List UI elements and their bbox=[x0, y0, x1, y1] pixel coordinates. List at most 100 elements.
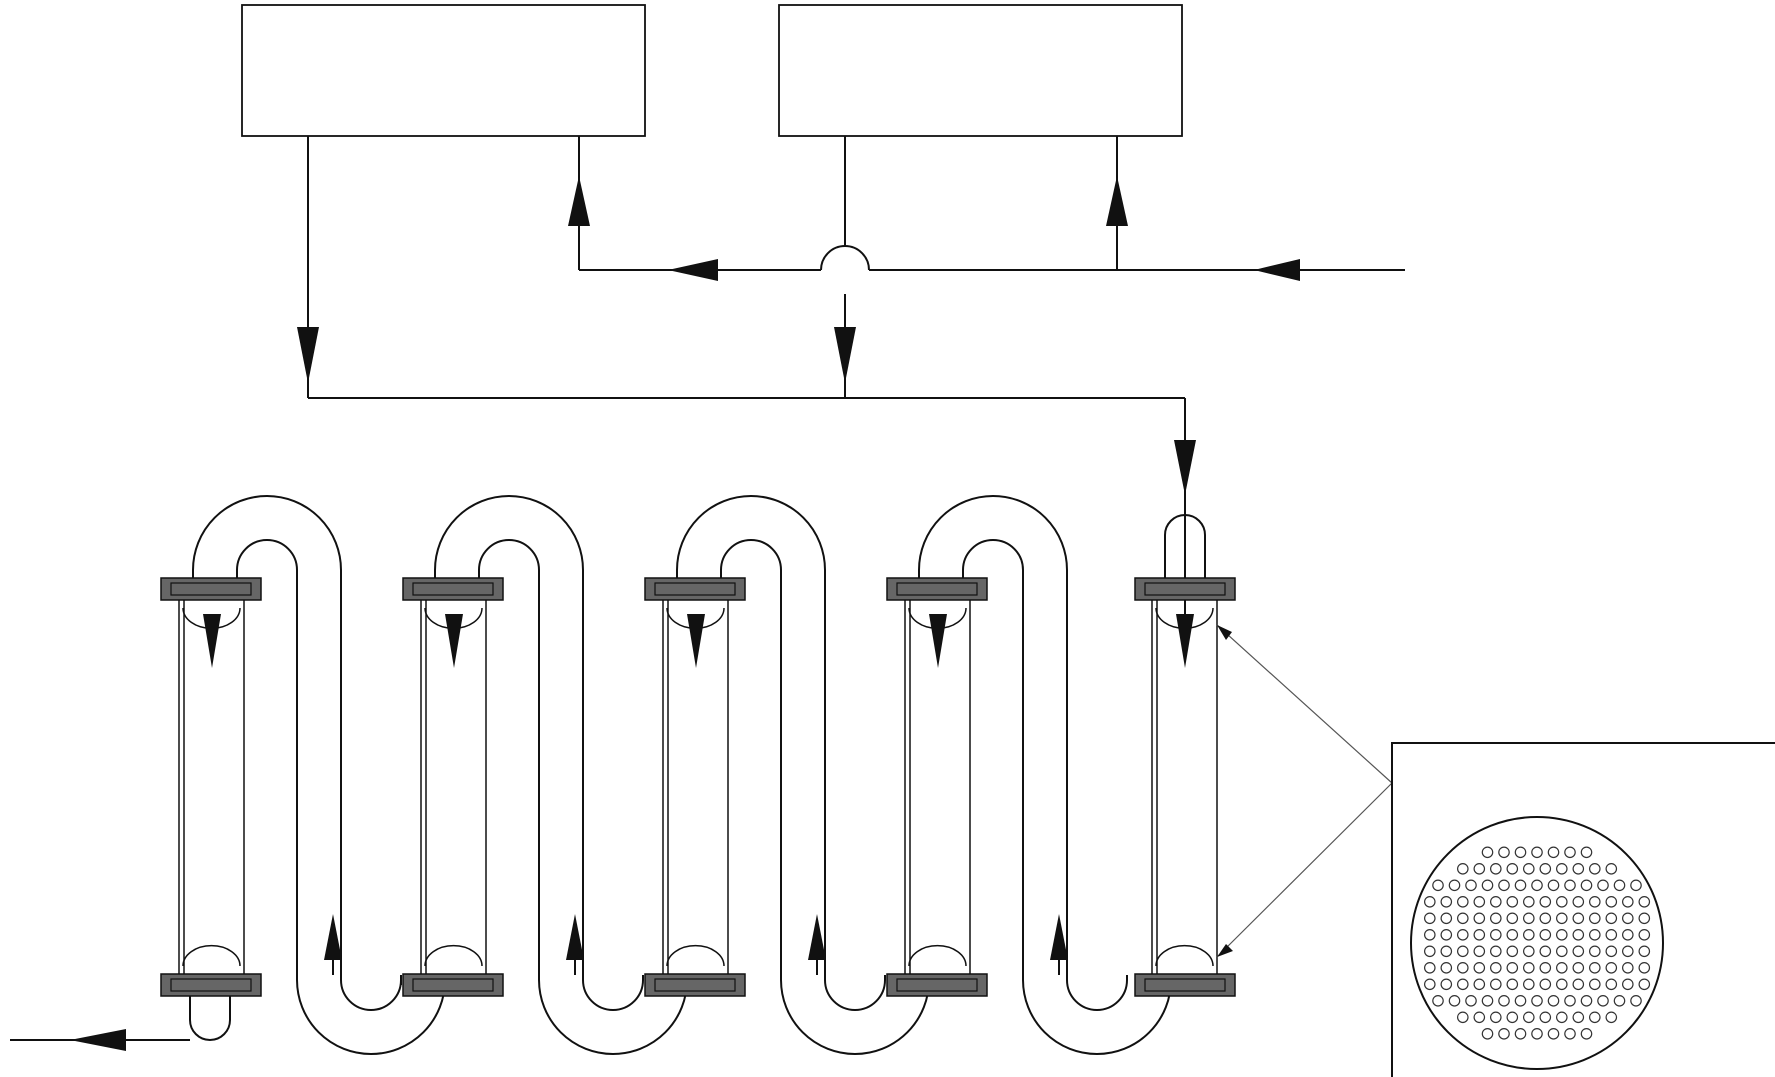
tube-hole bbox=[1539, 978, 1552, 991]
arrow-down-tube-4 bbox=[929, 614, 947, 668]
tube-hole bbox=[1539, 961, 1552, 974]
tube-hole bbox=[1457, 912, 1469, 925]
tube-hole bbox=[1498, 994, 1510, 1007]
flow-arrows-upper bbox=[297, 176, 1300, 495]
tube-hole bbox=[1531, 1028, 1543, 1040]
tube-hole bbox=[1424, 928, 1436, 941]
tube-hole bbox=[1473, 1011, 1486, 1024]
tube-hole bbox=[1473, 895, 1486, 908]
flange-4-bottom bbox=[886, 973, 988, 997]
tube-hole bbox=[1589, 945, 1601, 958]
tube-hole bbox=[1523, 961, 1535, 974]
tube-hole bbox=[1622, 945, 1634, 958]
tube-hole bbox=[1539, 945, 1552, 958]
tube-hole bbox=[1572, 1011, 1585, 1024]
tube-hole bbox=[1448, 994, 1461, 1007]
tube-hole bbox=[1572, 928, 1585, 941]
tube-hole bbox=[1473, 961, 1486, 974]
arrow-left-inlet bbox=[1254, 259, 1300, 281]
feed-lines bbox=[307, 136, 1405, 640]
tube-hole bbox=[1556, 928, 1568, 941]
tube-hole bbox=[1490, 862, 1502, 875]
flange-3-bottom bbox=[644, 973, 746, 997]
arrow-down-collector bbox=[1174, 440, 1196, 495]
tube-hole bbox=[1506, 1011, 1519, 1024]
arrow-down-right-unit bbox=[834, 327, 856, 383]
tube-hole bbox=[1473, 912, 1486, 925]
tube-hole bbox=[1424, 895, 1436, 908]
flange-4-top bbox=[886, 577, 988, 601]
arrow-up-left-unit bbox=[568, 176, 590, 226]
tube-hole bbox=[1589, 928, 1601, 941]
arrow-down-tube-3 bbox=[687, 614, 705, 668]
tube-hole bbox=[1490, 912, 1502, 925]
tube-hole bbox=[1440, 928, 1453, 941]
tube-hole bbox=[1465, 879, 1477, 892]
tube-hole bbox=[1473, 862, 1486, 875]
arrow-up-riser-1 bbox=[324, 914, 342, 960]
tube-hole bbox=[1638, 978, 1651, 991]
arrow-up-riser-2 bbox=[566, 914, 584, 960]
tube-hole bbox=[1589, 912, 1601, 925]
tube-hole bbox=[1547, 846, 1560, 859]
tube-hole bbox=[1638, 928, 1651, 941]
arrow-up-right-unit bbox=[1106, 176, 1128, 226]
tube-hole bbox=[1514, 879, 1527, 892]
tube-hole bbox=[1613, 879, 1626, 892]
tube-hole bbox=[1432, 879, 1444, 892]
tube-hole bbox=[1481, 846, 1494, 859]
flange-3-top bbox=[644, 577, 746, 601]
flange-5-bottom bbox=[1134, 973, 1236, 997]
tube-hole bbox=[1572, 945, 1585, 958]
tube-hole bbox=[1481, 1028, 1494, 1040]
tube-hole bbox=[1547, 994, 1560, 1007]
tube-hole bbox=[1490, 961, 1502, 974]
tube-hole bbox=[1506, 862, 1519, 875]
tube-hole bbox=[1523, 1011, 1535, 1024]
tube-hole bbox=[1564, 879, 1576, 892]
tube-sheet-circle bbox=[1410, 816, 1664, 1070]
tube-hole bbox=[1506, 978, 1519, 991]
tube-hole bbox=[1539, 912, 1552, 925]
tube-hole bbox=[1589, 862, 1601, 875]
tube-hole bbox=[1605, 978, 1618, 991]
tube-hole bbox=[1457, 895, 1469, 908]
arrow-down-left-unit bbox=[297, 327, 319, 383]
tube-hole bbox=[1424, 945, 1436, 958]
tube-hole bbox=[1523, 978, 1535, 991]
detail-leaders bbox=[1216, 624, 1393, 958]
tube-hole bbox=[1597, 994, 1609, 1007]
tube-hole bbox=[1605, 895, 1618, 908]
tube-hole bbox=[1440, 895, 1453, 908]
right-unit-box bbox=[778, 4, 1183, 137]
tube-hole bbox=[1572, 961, 1585, 974]
tube-hole bbox=[1622, 961, 1634, 974]
tube-hole bbox=[1547, 1028, 1560, 1040]
tube-hole bbox=[1490, 928, 1502, 941]
tube-hole bbox=[1580, 1028, 1593, 1040]
tube-hole bbox=[1597, 879, 1609, 892]
tube-hole bbox=[1556, 1011, 1568, 1024]
tube-hole bbox=[1589, 961, 1601, 974]
tube-hole bbox=[1457, 978, 1469, 991]
tube-hole bbox=[1523, 895, 1535, 908]
tube-hole bbox=[1622, 928, 1634, 941]
tube-hole bbox=[1498, 1028, 1510, 1040]
tube-hole bbox=[1556, 945, 1568, 958]
tube-hole bbox=[1531, 879, 1543, 892]
tube-hole bbox=[1523, 928, 1535, 941]
tube-hole bbox=[1465, 994, 1477, 1007]
tube-hole bbox=[1556, 912, 1568, 925]
tube-hole bbox=[1556, 862, 1568, 875]
tube-hole bbox=[1622, 978, 1634, 991]
tube-hole bbox=[1539, 928, 1552, 941]
tube-hole bbox=[1490, 945, 1502, 958]
tube-hole bbox=[1589, 1011, 1601, 1024]
tube-hole bbox=[1481, 994, 1494, 1007]
tube-hole bbox=[1605, 945, 1618, 958]
tube-hole bbox=[1531, 994, 1543, 1007]
tube-hole bbox=[1564, 846, 1576, 859]
tube-hole bbox=[1440, 978, 1453, 991]
tube-hole bbox=[1424, 978, 1436, 991]
tube-hole bbox=[1605, 862, 1618, 875]
